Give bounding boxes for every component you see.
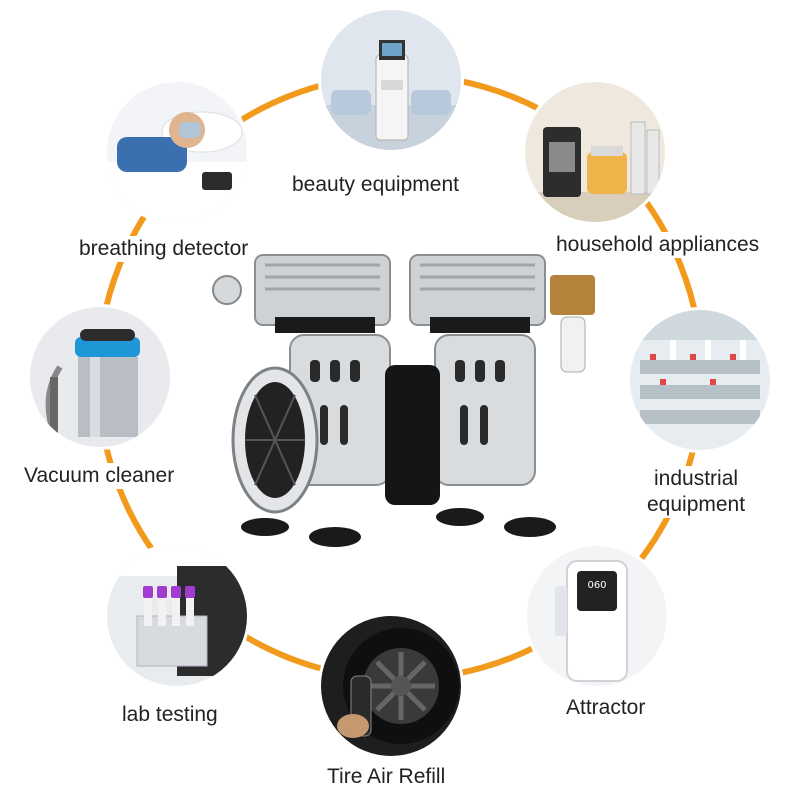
svg-text:060: 060: [587, 580, 606, 591]
attractor-label: Attractor: [562, 695, 650, 721]
industrial-equipment-label: industrial equipment: [643, 466, 750, 518]
vacuum-cleaner-photo: [30, 307, 170, 447]
attractor-photo: 060: [527, 546, 667, 686]
twin-piston-air-compressor-photo: [205, 245, 615, 555]
vacuum-cleaner-label: Vacuum cleaner: [20, 463, 179, 489]
lab-testing-photo: [107, 546, 247, 686]
industrial-label-line1: industrial: [654, 467, 739, 490]
industrial-label-line2: equipment: [647, 493, 746, 516]
lab-testing-label: lab testing: [118, 702, 222, 728]
beauty-equipment-label: beauty equipment: [288, 172, 463, 198]
beauty-equipment-photo: [321, 10, 461, 150]
tire-air-refill-photo: [321, 616, 461, 756]
household-appliances-label: household appliances: [552, 232, 764, 258]
breathing-detector-photo: [107, 82, 247, 222]
tire-air-refill-label: Tire Air Refill: [323, 764, 450, 790]
industrial-equipment-photo: [630, 310, 770, 450]
household-appliances-photo: [525, 82, 665, 222]
breathing-detector-label: breathing detector: [75, 236, 253, 262]
